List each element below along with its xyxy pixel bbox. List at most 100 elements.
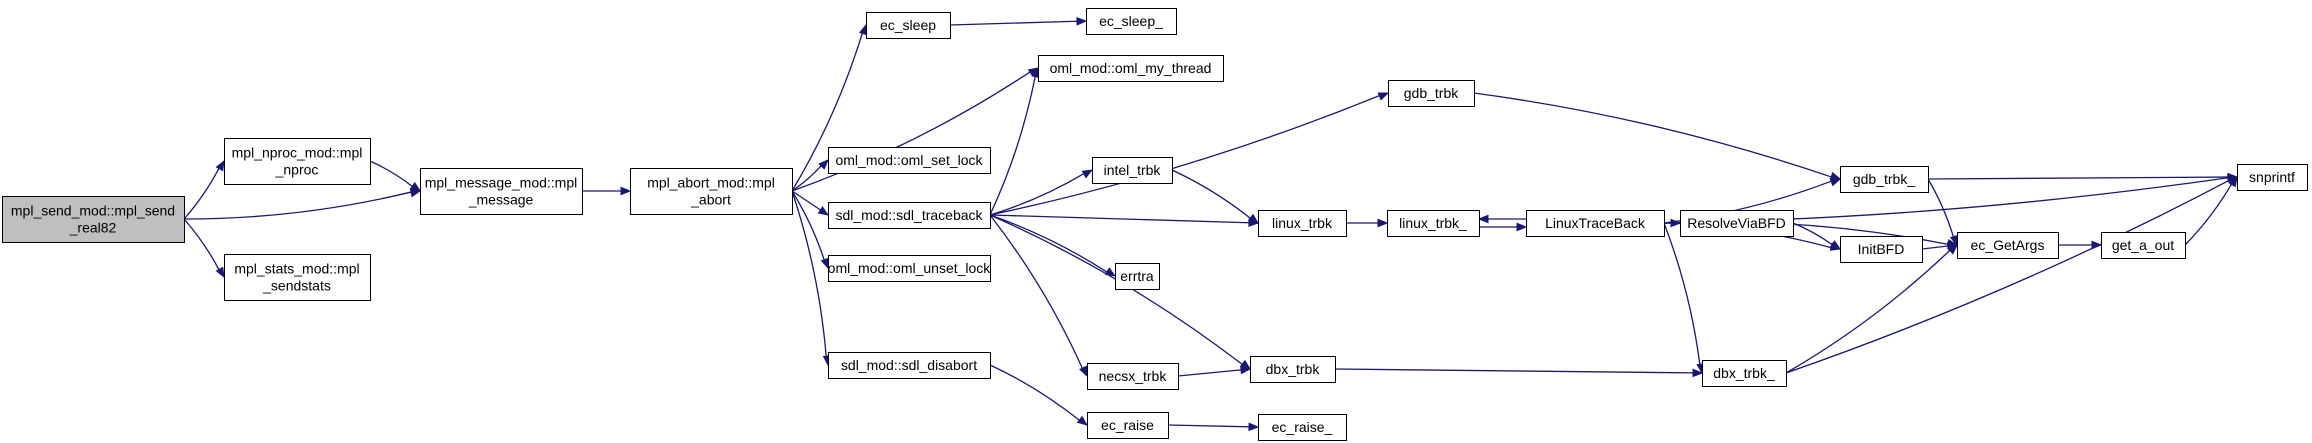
node-label: oml_mod::oml_my_thread (1050, 60, 1212, 76)
node-InitBFD[interactable]: InitBFD (1840, 236, 1923, 263)
edge-line (1792, 222, 1833, 246)
edge-gdb_trbk-to-gdb_trbk_ (1473, 92, 1842, 181)
arrow-head (1692, 368, 1704, 378)
edge-line (1927, 178, 1955, 237)
edge-line (791, 190, 821, 211)
node-box (1087, 412, 1169, 439)
node-label: snprintf (2249, 169, 2295, 185)
edge-dbx_trbk_-to-snprintf (1785, 176, 2239, 374)
node-oml_my_thread[interactable]: oml_mod::oml_my_thread (1038, 55, 1224, 82)
edge-mpl_nproc-to-mpl_message (369, 160, 422, 192)
edge-sdl_traceback-to-dbx_trbk (989, 214, 1252, 370)
edge-get_a_out-to-snprintf (2184, 175, 2238, 246)
arrow-head (1377, 218, 1389, 228)
edge-line (989, 214, 1083, 369)
edge-line (183, 218, 220, 270)
node-label: LinuxTraceBack (1545, 215, 1646, 231)
node-ec_sleep[interactable]: ec_sleep (866, 12, 951, 39)
node-label: _message (468, 192, 534, 208)
edge-line (989, 95, 1380, 216)
node-label: _abort (690, 192, 731, 208)
node-ec_GetArgs[interactable]: ec_GetArgs (1957, 232, 2059, 259)
edge-line (791, 190, 827, 357)
edge-line (183, 191, 412, 220)
node-necsx_trbk[interactable]: necsx_trbk (1087, 363, 1179, 390)
edge-line (1785, 180, 2230, 374)
node-sdl_disabort[interactable]: sdl_mod::sdl_disabort (828, 352, 991, 379)
node-mpl_abort[interactable]: mpl_abort_mod::mpl_abort (630, 168, 793, 215)
node-box (828, 202, 991, 229)
node-label: ec_raise_ (1272, 419, 1333, 435)
edge-dbx_trbk_-to-ec_GetArgs (1785, 244, 1958, 374)
edge-line (989, 76, 1036, 216)
call-edges (183, 16, 2239, 432)
node-get_a_out[interactable]: get_a_out (2101, 232, 2186, 259)
node-dbx_trbk_[interactable]: dbx_trbk_ (1702, 360, 1787, 387)
edge-line (1334, 368, 1694, 374)
arrow-head (1240, 365, 1252, 375)
arrow-head (1477, 214, 1489, 224)
edge-line (1473, 92, 1832, 178)
node-box (1680, 210, 1794, 237)
node-ResolveViaBFD[interactable]: ResolveViaBFD (1680, 210, 1794, 237)
node-mpl_nproc[interactable]: mpl_nproc_mod::mpl_nproc (224, 138, 371, 185)
arrow-head (215, 266, 225, 279)
edge-mpl_abort-to-sdl_disabort (791, 190, 832, 367)
node-dbx_trbk[interactable]: dbx_trbk (1250, 356, 1336, 383)
node-LinuxTraceBack[interactable]: LinuxTraceBack (1526, 210, 1665, 237)
node-ec_raise_[interactable]: ec_raise_ (1258, 414, 1347, 441)
node-box (828, 147, 991, 174)
node-box (1092, 157, 1173, 184)
arrow-head (858, 23, 868, 36)
node-box (1387, 210, 1480, 237)
node-linux_trbk_[interactable]: linux_trbk_ (1387, 210, 1480, 237)
node-label: ec_sleep_ (1099, 13, 1163, 29)
arrow-head (1076, 16, 1088, 26)
node-label: ec_sleep (880, 17, 936, 33)
node-gdb_trbk_[interactable]: gdb_trbk_ (1840, 166, 1929, 193)
edge-mpl_send_real82-to-mpl_message (183, 188, 422, 220)
node-mpl_sendstats[interactable]: mpl_stats_mod::mpl_sendstats (224, 254, 371, 301)
node-label: _nproc (275, 162, 319, 178)
node-label: mpl_message_mod::mpl (425, 175, 578, 191)
node-box (2101, 232, 2186, 259)
edge-line (1663, 222, 1701, 365)
node-errtra[interactable]: errtra (1115, 263, 1160, 290)
node-label: dbx_trbk_ (1713, 365, 1775, 381)
edge-mpl_message-to-mpl_abort (582, 186, 632, 196)
arrow-head (215, 159, 225, 172)
edge-line (791, 165, 822, 192)
node-ec_sleep_[interactable]: ec_sleep_ (1086, 8, 1177, 35)
edge-gdb_trbk_-to-ec_GetArgs (1927, 178, 1959, 247)
node-label: sdl_mod::sdl_disabort (841, 357, 977, 373)
node-box (1388, 80, 1475, 107)
node-oml_unset_lock[interactable]: oml_mod::oml_unset_lock (828, 255, 992, 282)
node-label: ec_raise (1101, 417, 1154, 433)
edge-line (791, 190, 825, 261)
edge-ec_raise-to-ec_raise_ (1167, 422, 1260, 432)
node-linux_trbk[interactable]: linux_trbk (1258, 210, 1347, 237)
node-label: sdl_mod::sdl_traceback (835, 207, 983, 223)
node-ec_raise[interactable]: ec_raise (1087, 412, 1169, 439)
node-mpl_message[interactable]: mpl_message_mod::mpl_message (420, 168, 583, 215)
node-sdl_traceback[interactable]: sdl_mod::sdl_traceback (828, 202, 991, 229)
edge-sdl_traceback-to-linux_trbk (989, 214, 1260, 228)
node-oml_set_lock[interactable]: oml_mod::oml_set_lock (828, 147, 991, 174)
node-box (1258, 210, 1347, 237)
edge-sdl_traceback-to-gdb_trbk (989, 92, 1390, 216)
edge-line (949, 20, 1078, 26)
node-mpl_send_real82[interactable]: mpl_send_mod::mpl_send_real82 (2, 196, 185, 243)
edge-line (1177, 369, 1242, 377)
node-snprintf[interactable]: snprintf (2237, 164, 2308, 191)
arrow-head (1247, 213, 1260, 224)
node-label: oml_mod::oml_set_lock (835, 152, 983, 168)
node-label: ResolveViaBFD (1687, 215, 1786, 231)
node-intel_trbk[interactable]: intel_trbk (1092, 157, 1173, 184)
edge-line (1785, 249, 1951, 374)
edge-line (989, 214, 1250, 224)
edge-sdl_traceback-to-oml_my_thread (989, 66, 1041, 216)
node-gdb_trbk[interactable]: gdb_trbk (1388, 80, 1475, 107)
edge-LinuxTraceBack-to-linux_trbk_ (1477, 214, 1527, 224)
arrow-head (1377, 92, 1390, 101)
arrow-head (1947, 244, 1958, 255)
